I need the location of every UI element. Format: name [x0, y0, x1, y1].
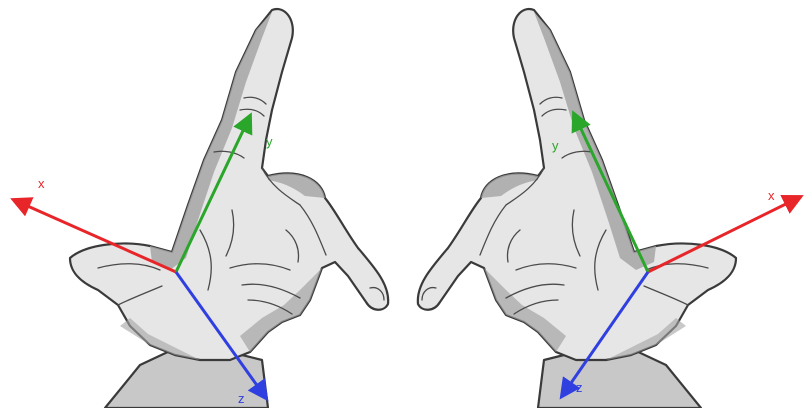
left-hand: x y z	[14, 9, 388, 408]
right-x-axis-label: x	[768, 188, 775, 203]
left-z-axis-label: z	[238, 391, 245, 406]
right-hand: x y z	[418, 9, 800, 408]
right-hand-illustration	[418, 9, 736, 408]
left-y-axis-label: y	[266, 134, 273, 149]
right-y-axis-label: y	[552, 138, 559, 153]
left-x-axis-label: x	[38, 176, 45, 191]
right-z-axis-label: z	[576, 380, 583, 395]
